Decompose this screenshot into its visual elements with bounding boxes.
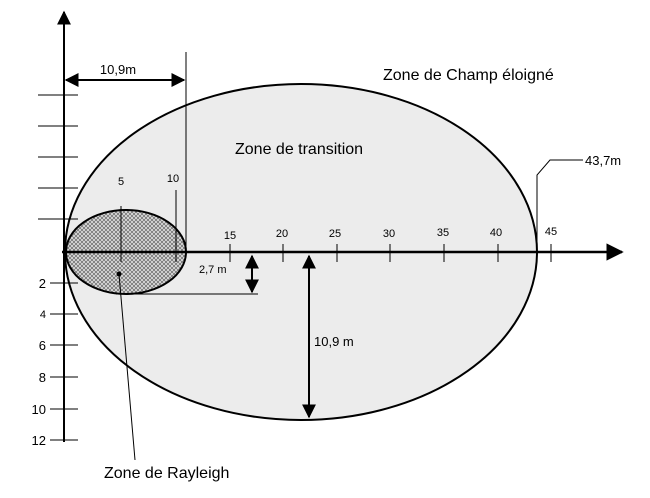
x-tick-35: 35: [437, 227, 449, 239]
x-tick-5: 5: [118, 176, 124, 188]
y-tick-10: 10: [32, 402, 46, 417]
top-width-label: 10,9m: [100, 62, 136, 77]
transition-label: Zone de transition: [235, 141, 363, 158]
x-tick-15: 15: [224, 230, 236, 242]
lower-y-ticks: [50, 282, 78, 441]
upper-y-ticks: [38, 94, 78, 220]
y-tick-12: 12: [32, 433, 46, 448]
y-tick-8: 8: [39, 370, 46, 385]
x-tick-25: 25: [329, 228, 341, 240]
x-tick-20: 20: [276, 228, 288, 240]
y-tick-4: 4: [40, 309, 46, 321]
x-tick-45: 45: [545, 226, 557, 238]
far-distance-leader: [536, 159, 583, 250]
far-field-label: Zone de Champ éloigné: [383, 67, 554, 84]
x-tick-30: 30: [383, 228, 395, 240]
rayleigh-height-label: 2,7 m: [199, 264, 227, 276]
rayleigh-leader: [118, 273, 136, 461]
far-distance-label: 43,7m: [585, 153, 621, 168]
x-ticks: [120, 190, 552, 262]
y-tick-2: 2: [39, 276, 46, 291]
transition-height-label: 10,9 m: [314, 334, 354, 349]
rayleigh-label: Zone de Rayleigh: [104, 465, 229, 482]
x-tick-10: 10: [167, 173, 179, 185]
x-tick-40: 40: [490, 227, 502, 239]
y-tick-6: 6: [39, 338, 46, 353]
